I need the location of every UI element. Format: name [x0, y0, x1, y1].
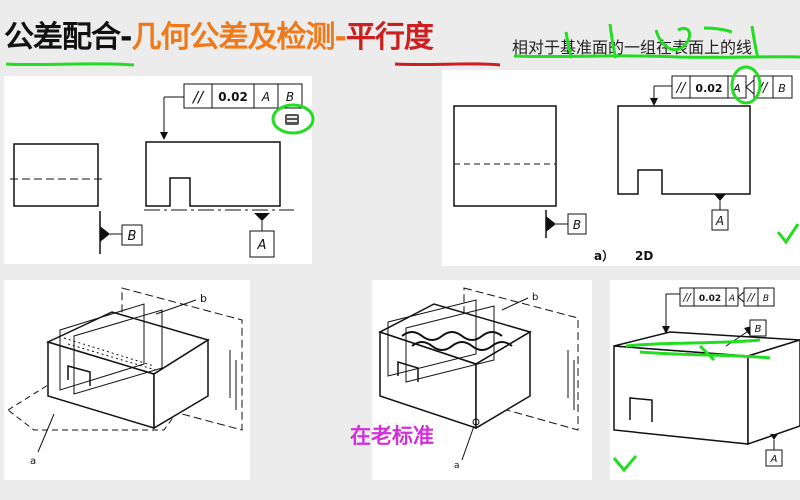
panel-2d-drawing-left: B A // 0.02 A B [4, 76, 312, 264]
datum-a-label: A [770, 454, 778, 465]
hand-cursor-icon [285, 114, 299, 125]
page-title: 公差配合-几何公差及检测-平行度 [4, 12, 434, 56]
datum-a-triangle [714, 194, 726, 201]
title-part-parallelism: 平行度 [345, 20, 434, 55]
datum-a-triangle [770, 434, 778, 440]
parallelism-symbol-2: // [746, 291, 756, 304]
panel-3d-right: // 0.02 A // B B A [610, 280, 800, 480]
datum-a-triangle [254, 213, 270, 221]
part-front-view [145, 141, 281, 207]
title-part-tolerance-fit: 公差配合- [4, 20, 132, 55]
fcf-frame-2 [743, 287, 775, 307]
fcf-datum-a: A [732, 82, 741, 95]
datum-a-box [711, 209, 729, 231]
datum-b-label: B [573, 218, 581, 232]
tolerance-value: 0.02 [695, 82, 722, 95]
parallelism-symbol-2: // [758, 81, 769, 96]
datum-b-box [121, 224, 143, 246]
datum-b-label: B [755, 324, 762, 335]
tolerance-value: 0.02 [699, 294, 721, 304]
fcf-datum-b: B [763, 294, 769, 304]
part-front-view [617, 105, 751, 195]
panel-2d-drawing-right: B A // 0.02 A // B a） 2D [442, 70, 800, 266]
datum-b-triangle [100, 226, 110, 242]
title-part-geometric-tolerance: 几何公差及检测- [131, 20, 346, 55]
parallelism-symbol: // [682, 291, 692, 304]
panel-3d-middle: b a [372, 280, 592, 480]
fcf-datum-b: B [778, 82, 786, 95]
tolerance-value: 0.02 [218, 90, 248, 104]
datum-a-box [765, 449, 783, 467]
label-a: a [30, 456, 36, 467]
fcf-datum-b: B [286, 90, 294, 104]
datum-a-label: A [257, 238, 267, 253]
panel-3d-left: b a [4, 280, 250, 480]
label-b: b [200, 292, 207, 305]
subtitle: 相对于基准面的一组在表面上的线 [512, 38, 753, 57]
parallelism-symbol: // [191, 88, 205, 106]
fcf-datum-a: A [728, 294, 735, 304]
datum-b-triangle [546, 216, 556, 232]
part-side-view [453, 105, 557, 207]
caption-2d: 2D [635, 249, 653, 263]
datum-a-label: A [715, 214, 724, 228]
datum-b-box [749, 319, 767, 337]
pink-annotation: 在老标准 [350, 424, 434, 448]
label-a: a [454, 461, 460, 471]
datum-b-box [567, 213, 587, 235]
datum-b-label: B [128, 229, 137, 244]
parallelism-symbol: // [676, 81, 687, 96]
datum-a-box [249, 230, 275, 258]
fcf-datum-a: A [261, 90, 270, 104]
caption-a: a） [594, 248, 614, 263]
part-side-view [13, 143, 99, 207]
label-b: b [532, 292, 538, 303]
title-bar: 公差配合-几何公差及检测-平行度 相对于基准面的一组在表面上的线 [0, 0, 800, 70]
